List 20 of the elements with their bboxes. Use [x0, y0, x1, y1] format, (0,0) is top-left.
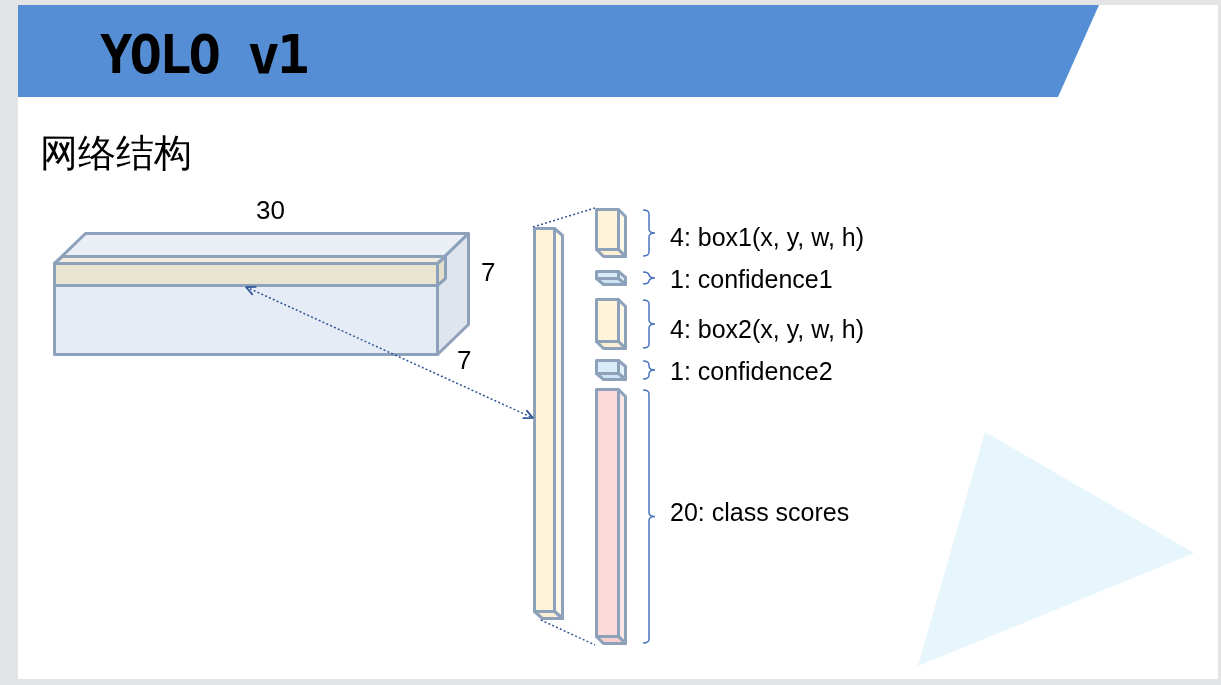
dimension-label: 30: [256, 195, 285, 225]
slide-title: YOLO v1: [100, 25, 307, 85]
segment-label: 1: confidence1: [670, 264, 833, 294]
segment-label: 1: confidence2: [670, 356, 833, 386]
segment-label: 4: box1(x, y, w, h): [670, 222, 865, 252]
segment-label: 4: box2(x, y, w, h): [670, 314, 865, 344]
vector-segment: [595, 270, 627, 286]
projection-line: [540, 619, 596, 646]
highlighted-strip: [53, 255, 447, 287]
dimension-label: 7: [481, 257, 496, 287]
vector-segment: [595, 388, 627, 645]
section-heading: 网络结构: [40, 133, 192, 173]
vector-segment: [595, 298, 627, 350]
segment-label: 20: class scores: [670, 497, 850, 527]
vector-segment: [595, 208, 627, 258]
projection-line: [532, 207, 596, 228]
dotted-double-arrow: [245, 286, 534, 419]
vector-segment: [595, 359, 627, 381]
dimension-label: 7: [457, 345, 472, 375]
vector-column: [533, 227, 564, 620]
